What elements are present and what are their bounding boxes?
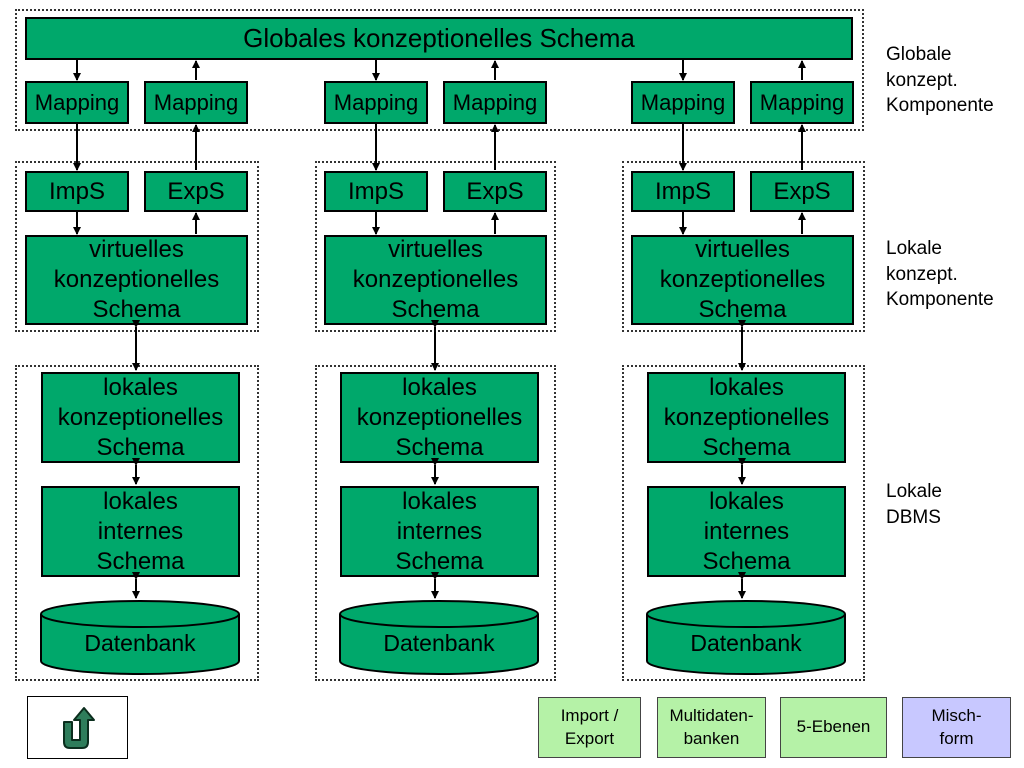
exp-schema-2: ExpS	[443, 171, 547, 212]
virtual-schema-line-3: Schema	[391, 296, 480, 323]
database-label-1: Datenbank	[84, 630, 196, 656]
virtual-schema-line-2: konzeptionelles	[53, 266, 220, 293]
virtual-schema-line-1: virtuelles	[89, 236, 184, 263]
virtual-schema-line-2: konzeptionelles	[659, 266, 826, 293]
database-cylinder-2: Datenbank	[339, 600, 539, 675]
mapping-box-3a: Mapping	[631, 81, 735, 124]
local-internal-schema-2: lokales internes Schema	[340, 486, 539, 577]
virtual-schema-line-3: Schema	[698, 296, 787, 323]
multidatabases-button[interactable]: Multidaten- banken	[657, 697, 766, 758]
imp-schema-2: ImpS	[324, 171, 428, 212]
local-internal-schema-1: lokales internes Schema	[41, 486, 240, 577]
local-internal-line-2: internes	[703, 517, 790, 545]
local-conceptual-line-1: lokales	[103, 373, 178, 401]
mapping-box-2b: Mapping	[443, 81, 547, 124]
mapping-box-3b: Mapping	[750, 81, 854, 124]
local-conceptual-line-3: Schema	[395, 433, 484, 461]
local-internal-line-1: lokales	[402, 487, 477, 515]
exp-schema-3: ExpS	[750, 171, 854, 212]
mapping-box-2a: Mapping	[324, 81, 428, 124]
database-cylinder-1: Datenbank	[40, 600, 240, 675]
database-label-3: Datenbank	[690, 630, 802, 656]
local-conceptual-schema-3: lokales konzeptionelles Schema	[647, 372, 846, 463]
import-export-button[interactable]: Import / Export	[538, 697, 641, 758]
five-levels-button[interactable]: 5-Ebenen	[780, 697, 887, 758]
back-button[interactable]	[27, 696, 128, 759]
database-cylinder-3: Datenbank	[646, 600, 846, 675]
local-internal-line-3: Schema	[395, 547, 484, 575]
virtual-schema-line-1: virtuelles	[695, 236, 790, 263]
local-conceptual-schema-1: lokales konzeptionelles Schema	[41, 372, 240, 463]
local-conceptual-line-3: Schema	[702, 433, 791, 461]
global-component-frame	[15, 9, 864, 131]
virtual-schema-line-3: Schema	[92, 296, 181, 323]
local-internal-line-2: internes	[396, 517, 483, 545]
local-internal-schema-3: lokales internes Schema	[647, 486, 846, 577]
local-internal-line-2: internes	[97, 517, 184, 545]
mapping-box-1a: Mapping	[25, 81, 129, 124]
label-local-concept-component: Lokale konzept. Komponente	[886, 238, 994, 311]
local-internal-line-3: Schema	[96, 547, 185, 575]
virtual-schema-line-1: virtuelles	[388, 236, 483, 263]
label-local-dbms: Lokale DBMS	[886, 481, 942, 528]
local-internal-line-1: lokales	[709, 487, 784, 515]
virtual-schema-line-2: konzeptionelles	[352, 266, 519, 293]
mixed-form-button[interactable]: Misch- form	[902, 697, 1011, 758]
local-conceptual-line-3: Schema	[96, 433, 185, 461]
local-internal-line-3: Schema	[702, 547, 791, 575]
exp-schema-1: ExpS	[144, 171, 248, 212]
local-conceptual-schema-2: lokales konzeptionelles Schema	[340, 372, 539, 463]
local-conceptual-line-1: lokales	[402, 373, 477, 401]
global-conceptual-schema: Globales konzeptionelles Schema	[25, 17, 853, 60]
virtual-conceptual-schema-3: virtuelles konzeptionelles Schema	[631, 235, 854, 325]
database-label-2: Datenbank	[383, 630, 495, 656]
imp-schema-1: ImpS	[25, 171, 129, 212]
label-global-component: Globale konzept. Komponente	[886, 44, 994, 117]
local-conceptual-line-2: konzeptionelles	[663, 403, 830, 431]
imp-schema-3: ImpS	[631, 171, 735, 212]
local-conceptual-line-2: konzeptionelles	[356, 403, 523, 431]
local-conceptual-line-1: lokales	[709, 373, 784, 401]
virtual-conceptual-schema-2: virtuelles konzeptionelles Schema	[324, 235, 547, 325]
local-conceptual-line-2: konzeptionelles	[57, 403, 224, 431]
local-internal-line-1: lokales	[103, 487, 178, 515]
mapping-box-1b: Mapping	[144, 81, 248, 124]
back-arrow-icon	[62, 706, 95, 749]
